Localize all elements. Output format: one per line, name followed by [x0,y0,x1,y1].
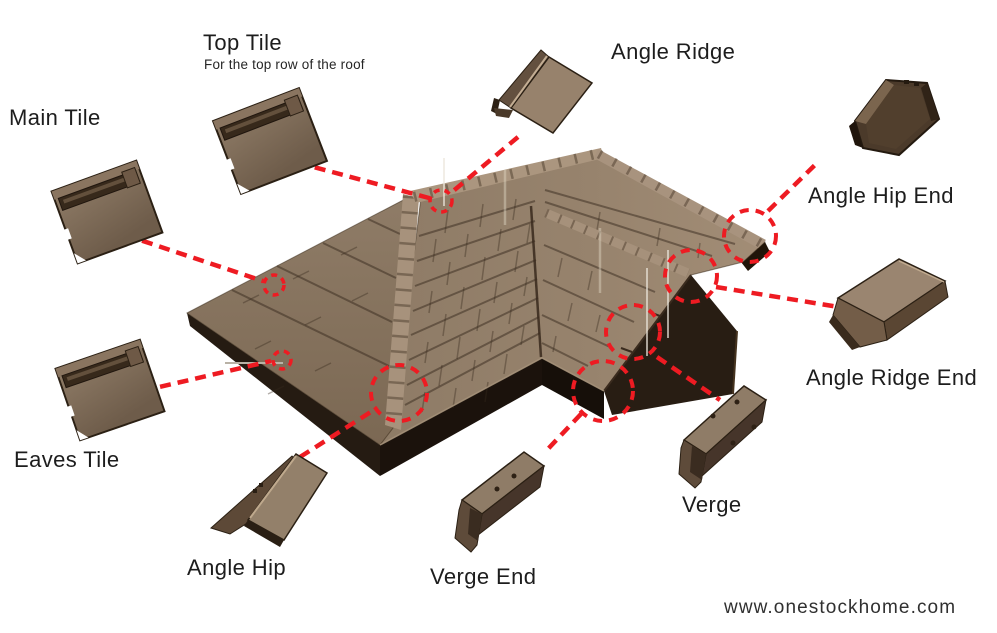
connector-verge-end [544,412,583,453]
roof-gable-wall [604,275,737,415]
website-watermark: www.onestockhome.com [724,597,957,618]
wire-lines [443,158,669,356]
marker-main-tile [262,273,286,297]
label-main-tile: Main Tile [9,105,101,130]
hip-ridge-band [385,194,419,430]
roof-tile-ticks [242,198,701,413]
angle-ridge-end-image [829,258,949,350]
wing-ridge-band [544,208,690,278]
angle-ridge-image [491,49,594,134]
marker-verge [604,303,662,361]
marker-angle-hip-end [722,208,778,264]
verge-image [678,385,768,489]
marker-angle-ridge-end [663,248,719,304]
eave-highlight [379,357,605,446]
roof-junction-line [529,205,543,358]
label-angle-ridge-end: Angle Ridge End [806,365,978,390]
connector-angle-ridge-end [715,284,846,311]
right-ridge-band [594,149,766,248]
connector-angle-hip-end [766,160,820,213]
label-verge: Verge [682,492,742,517]
marker-angle-hip [369,363,429,423]
marker-eaves-tile [271,349,293,371]
verge-end-image [454,451,546,553]
label-top-tile: Top Tile [203,30,283,55]
label-top-tile-subtitle: For the top row of the roof [204,57,365,72]
label-angle-ridge: Angle Ridge [611,39,736,64]
top-tile-image [208,87,328,197]
label-angle-hip-end: Angle Hip End [808,183,954,208]
label-verge-end: Verge End [430,564,537,589]
connector-verge [655,355,722,402]
roof-illustration [186,148,770,476]
connector-angle-hip [298,406,379,459]
marker-verge-end [571,359,635,423]
gable-edge [732,330,738,395]
roof-tile-rows [231,189,736,406]
roof-fascia-front [380,358,542,476]
light-streaks [503,170,602,293]
angle-hip-image [210,452,329,547]
label-eaves-tile: Eaves Tile [14,447,120,472]
connector-main-tile [124,232,264,284]
label-angle-hip: Angle Hip [187,555,286,580]
marker-circles [262,188,778,423]
eaves-tile-image [50,338,166,443]
main-tile-image [46,159,164,266]
marker-top-tile [428,188,454,214]
angle-hip-end-image [849,78,941,157]
roof-corner-shadow [741,242,770,271]
connector-angle-ridge [450,135,520,194]
